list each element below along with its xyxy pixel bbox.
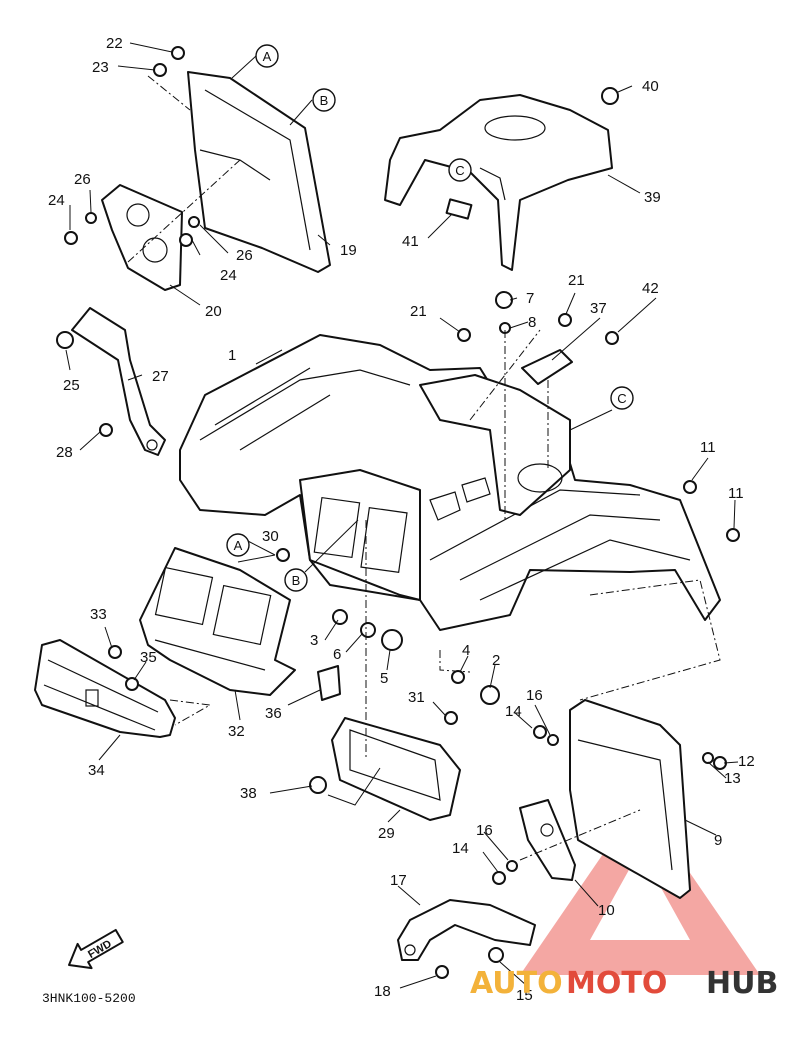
watermark-moto: MOTO	[566, 966, 667, 1001]
callout-15: 15	[516, 987, 533, 1004]
callout-31: 31	[408, 689, 425, 706]
ref-b-mid-label: B	[292, 573, 301, 588]
callout-42: 42	[642, 280, 659, 297]
ref-c-mid-label: C	[617, 391, 626, 406]
callout-4: 4	[462, 642, 470, 659]
callout-14-bottom: 14	[452, 840, 469, 857]
callout-41: 41	[402, 233, 419, 250]
watermark-text: AUTO MOTO HUB	[470, 966, 778, 1001]
callout-3: 3	[310, 632, 318, 649]
callout-22: 22	[106, 35, 123, 52]
part-10-plate	[519, 799, 576, 881]
callout-6: 6	[333, 646, 341, 663]
callout-30: 30	[262, 528, 279, 545]
callout-5: 5	[380, 670, 388, 687]
part-27-bracket	[71, 307, 166, 456]
watermark-hub: HUB	[706, 966, 778, 1001]
callout-29: 29	[378, 825, 395, 842]
part-17-bracket	[397, 899, 536, 961]
callout-26-left: 26	[74, 171, 91, 188]
callout-21-right: 21	[568, 272, 585, 289]
watermark-triangle	[520, 800, 760, 975]
ref-mark-c-mid: C	[610, 386, 634, 410]
ref-b-top-label: B	[320, 93, 329, 108]
part-1-fender	[179, 334, 721, 631]
callout-26-right: 26	[236, 247, 253, 264]
callout-numbers: 22 23 26 24 26 24 19 20 27 25 28 1 40 39…	[48, 35, 755, 1004]
callout-11-top: 11	[700, 439, 716, 456]
ref-mark-a-top: A	[255, 44, 279, 68]
callout-8: 8	[528, 314, 536, 331]
diagram-code: 3HNK100-5200	[42, 991, 136, 1006]
callout-23: 23	[92, 59, 109, 76]
callout-2: 2	[492, 652, 500, 669]
part-19-panel	[187, 71, 331, 273]
callout-38: 38	[240, 785, 257, 802]
callout-9: 9	[714, 832, 722, 849]
fasteners	[56, 46, 740, 979]
callout-34: 34	[88, 762, 105, 779]
callout-21-left: 21	[410, 303, 427, 320]
ref-mark-b-top: B	[312, 88, 336, 112]
fwd-label: FWD	[86, 938, 114, 961]
callout-10: 10	[598, 902, 615, 919]
callout-28: 28	[56, 444, 73, 461]
callout-40: 40	[642, 78, 659, 95]
ref-mark-c-top: C	[448, 158, 472, 182]
callout-36: 36	[265, 705, 282, 722]
part-37-pad	[521, 349, 573, 385]
callout-12: 12	[738, 753, 755, 770]
callout-16-top: 16	[526, 687, 543, 704]
ref-a-top-label: A	[263, 49, 272, 64]
ref-c-top-label: C	[455, 163, 464, 178]
callout-16-bottom: 16	[476, 822, 493, 839]
part-34-guard	[34, 639, 176, 738]
callout-33: 33	[90, 606, 107, 623]
callout-24-left: 24	[48, 192, 65, 209]
callout-19: 19	[340, 242, 357, 259]
fwd-arrow-icon: FWD	[68, 928, 124, 970]
callout-11-bottom: 11	[728, 485, 744, 502]
part-20-plate	[101, 184, 183, 291]
callout-37: 37	[590, 300, 607, 317]
callout-35: 35	[140, 649, 157, 666]
callout-13: 13	[724, 770, 741, 787]
callout-17: 17	[390, 872, 407, 889]
callout-20: 20	[205, 303, 222, 320]
ref-a-mid-label: A	[234, 538, 243, 553]
leader-lines	[65, 42, 739, 989]
callout-1: 1	[228, 347, 236, 364]
part-9-flap	[569, 699, 691, 899]
ref-mark-b-mid: B	[284, 568, 308, 592]
callout-18: 18	[374, 983, 391, 1000]
callout-7: 7	[526, 290, 534, 307]
part-39-cover	[384, 94, 613, 271]
part-36-bracket	[317, 665, 341, 701]
callout-39: 39	[644, 189, 661, 206]
part-32-headlight-frame	[139, 547, 296, 696]
callout-25: 25	[63, 377, 80, 394]
callout-27: 27	[152, 368, 169, 385]
callout-32: 32	[228, 723, 245, 740]
callout-24-right: 24	[220, 267, 237, 284]
assembly-lines	[127, 75, 721, 861]
callout-14-top: 14	[505, 703, 522, 720]
ref-mark-a-mid: A	[226, 533, 250, 557]
watermark-auto: AUTO	[470, 966, 563, 1001]
part-29-lamp-housing	[331, 717, 461, 821]
